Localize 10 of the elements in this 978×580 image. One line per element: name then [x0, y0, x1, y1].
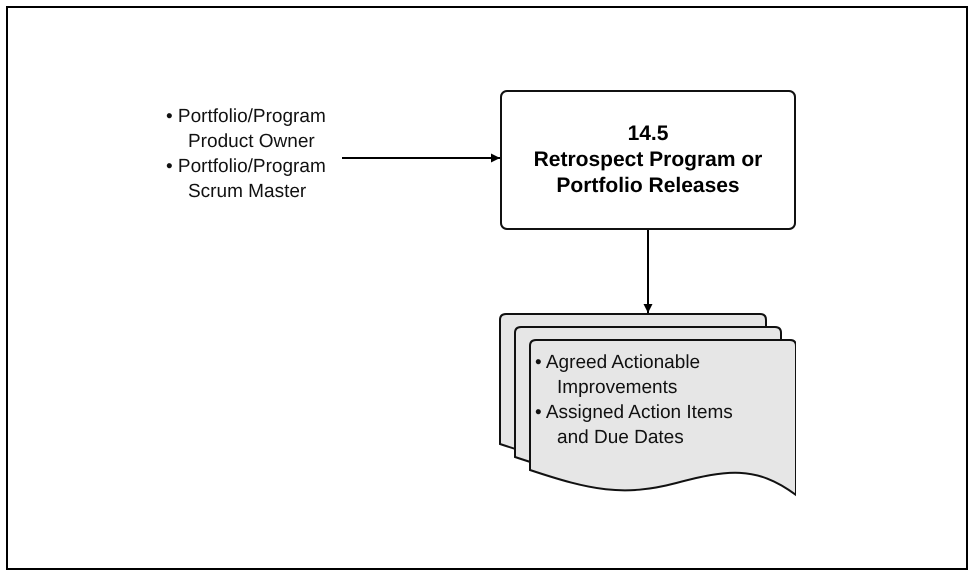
step-title: Retrospect Program or Portfolio Releases: [532, 147, 764, 199]
document-stack: [499, 313, 796, 499]
input-item: • Portfolio/Program Scrum Master: [166, 155, 327, 204]
arrow: [342, 154, 500, 162]
step-number: 14.5: [628, 121, 668, 147]
output-item: • Agreed Actionable Improvements: [535, 351, 702, 400]
arrow: [644, 230, 652, 313]
process-box: [500, 90, 796, 230]
output-item: • Assigned Action Items and Due Dates: [535, 401, 734, 450]
input-item: • Portfolio/Program Product Owner: [166, 105, 327, 154]
